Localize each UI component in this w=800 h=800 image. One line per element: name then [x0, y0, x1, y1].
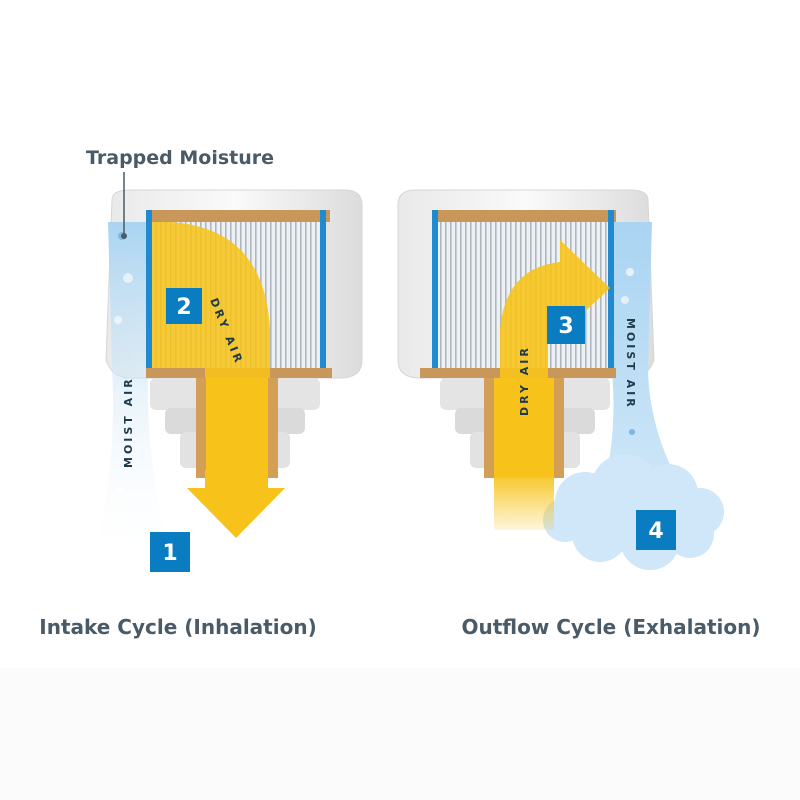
step-number-2: 2 — [176, 295, 191, 320]
outflow-filter-wall-left — [432, 210, 438, 370]
step-number-3: 3 — [558, 314, 573, 339]
moisture-droplet — [117, 487, 123, 493]
moisture-droplet — [629, 429, 635, 435]
dry-air-flow-left — [152, 222, 270, 378]
outflow-cycle-caption: Outflow Cycle (Exhalation) — [461, 615, 760, 639]
step-badge-3: 3 — [547, 306, 585, 344]
trapped-moisture-label: Trapped Moisture — [86, 147, 274, 169]
bottom-band — [0, 668, 800, 800]
moisture-droplet — [114, 316, 122, 324]
dry-air-intake-fade — [494, 470, 554, 530]
moist-air-flow-left — [90, 222, 175, 570]
intake-cycle-caption: Intake Cycle (Inhalation) — [39, 615, 316, 639]
dry-air-arrow-down — [187, 470, 285, 538]
step-badge-4: 4 — [636, 510, 676, 550]
moisture-droplet — [621, 296, 629, 304]
moist-air-flow-right — [600, 222, 690, 500]
moisture-droplet — [123, 273, 133, 283]
moisture-droplet — [626, 268, 634, 276]
outflow-tube-flow — [494, 378, 554, 478]
outflow-filter-wall-right — [608, 210, 614, 370]
step-badge-1: 1 — [150, 532, 190, 572]
trapped-moisture-pointer-dot — [121, 233, 127, 239]
step-number-4: 4 — [648, 519, 663, 544]
outflow-top-plate — [432, 210, 616, 222]
intake-tube-flow — [206, 378, 268, 478]
moist-air-label-left: MOIST AIR — [122, 376, 135, 468]
step-badge-2: 2 — [166, 288, 202, 324]
intake-unit — [90, 189, 363, 570]
dry-air-label-right: DRY AIR — [518, 345, 531, 416]
intake-filter-wall-right — [320, 210, 326, 370]
intake-top-plate — [146, 210, 330, 222]
intake-filter-wall-left — [146, 210, 152, 370]
outflow-unit — [397, 189, 724, 570]
moist-air-cloud — [543, 454, 724, 570]
step-number-1: 1 — [162, 541, 177, 566]
moist-air-label-right: MOIST AIR — [624, 318, 637, 410]
